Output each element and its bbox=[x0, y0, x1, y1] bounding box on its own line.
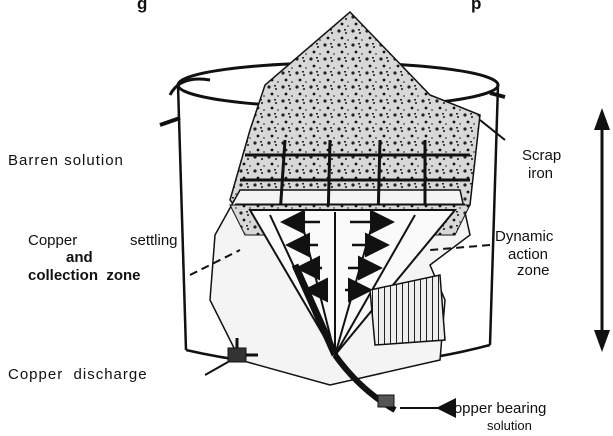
tank-wall-right bbox=[490, 85, 498, 345]
label-copper-bearing-line2: solution bbox=[487, 417, 532, 434]
discharge-leader bbox=[205, 362, 228, 375]
tank-nub-left bbox=[160, 118, 180, 125]
label-copper-settling-word4: collection zone bbox=[28, 267, 141, 284]
tank-nub-right bbox=[490, 93, 505, 97]
label-scrap-iron-line2: iron bbox=[528, 165, 553, 182]
label-barren-solution: Barren solution bbox=[8, 152, 124, 169]
title-fragment-left: g bbox=[137, 0, 147, 14]
label-copper-bearing-line1: Copper bearing bbox=[443, 400, 546, 417]
label-copper-settling-word1: Copper bbox=[28, 232, 77, 249]
label-copper-settling-word3: and bbox=[66, 249, 93, 266]
label-scrap-iron-line1: Scrap bbox=[522, 147, 561, 164]
tank-wall-left bbox=[178, 85, 186, 350]
height-arrow bbox=[594, 108, 610, 352]
label-dynamic-line1: Dynamic bbox=[495, 228, 553, 245]
title-fragment-right: p bbox=[471, 0, 481, 14]
scrap-iron-leader bbox=[480, 120, 505, 140]
label-dynamic-line3: zone bbox=[517, 262, 550, 279]
label-dynamic-line2: action bbox=[508, 246, 548, 263]
label-copper-discharge: Copper discharge bbox=[8, 366, 148, 383]
label-copper-settling-word2: settling bbox=[130, 232, 178, 249]
